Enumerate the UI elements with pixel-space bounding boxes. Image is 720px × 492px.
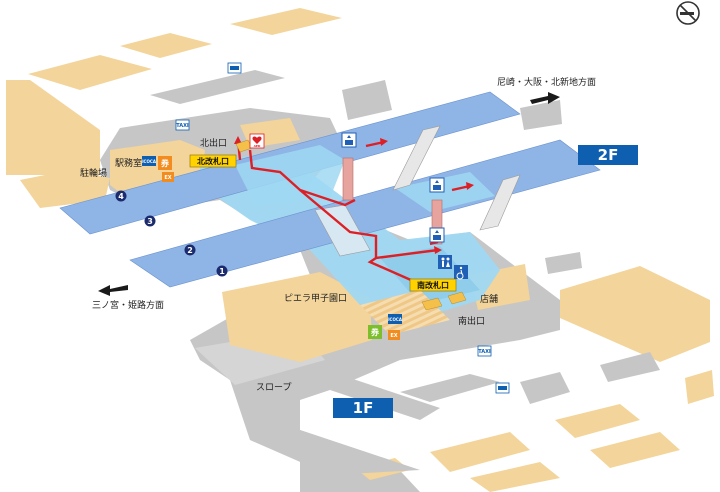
stair (392, 125, 441, 191)
ex-icon: EX (162, 172, 174, 182)
ground-block (600, 352, 660, 382)
piera-koshien-exit-label: ピエラ甲子園口 (284, 293, 347, 304)
ground-block (545, 252, 582, 274)
floor-badge-1f: 1F (333, 398, 393, 418)
platform-number-3: 3 (147, 217, 153, 226)
direction-arrows (98, 92, 560, 296)
svg-text:AED: AED (254, 144, 261, 148)
svg-text:EX: EX (164, 175, 171, 181)
direction-west-arrow (98, 285, 128, 296)
station-office-label: 駅務室 (115, 157, 142, 169)
gate-block (421, 297, 443, 311)
floor-badge-2f: 2F (578, 145, 638, 165)
gate-block (447, 291, 467, 305)
route-line (248, 149, 356, 207)
concourse-2f (235, 145, 345, 205)
piera-building (222, 272, 372, 362)
icoca-icon: ICOCA (142, 156, 157, 166)
building-block (6, 80, 100, 175)
direction-east-label: 尼崎・大阪・北新地方面 (497, 76, 596, 88)
toilet-icon (438, 255, 452, 269)
svg-text:ICOCA: ICOCA (142, 159, 157, 164)
ground-block (150, 70, 285, 104)
building-block (555, 404, 640, 438)
direction-west-label: 三ノ宮・姫路方面 (92, 299, 164, 311)
north-gate-label: 北改札口 (189, 154, 237, 168)
stairs (314, 125, 521, 257)
bicycle-parking-area (20, 170, 110, 208)
ground-block (520, 100, 562, 130)
aed-icon: AED (249, 133, 265, 149)
taxi-icon: TAXI (175, 119, 190, 131)
south-gate-label: 南改札口 (409, 278, 457, 292)
building-block (230, 8, 342, 35)
direction-east-arrow (530, 92, 560, 104)
building-block (470, 462, 560, 492)
building-block (560, 266, 710, 362)
bus-icon (495, 382, 510, 394)
elevator-icon (429, 177, 445, 193)
svg-text:EX: EX (390, 333, 397, 339)
building-block (590, 432, 680, 468)
elevator-shaft (342, 157, 354, 201)
elevator-shaft (431, 199, 443, 245)
building-block (120, 33, 212, 58)
elevator-icon (429, 227, 445, 243)
shop-label: 店舗 (480, 293, 498, 305)
ticket-machine-icon: 券 (158, 156, 172, 170)
bicycle-parking-label: 駐輪場 (80, 167, 107, 179)
ex-icon: EX (388, 330, 400, 340)
bus-icon (227, 62, 242, 74)
elevator-icon (341, 132, 357, 148)
wheelchair-icon (454, 265, 468, 280)
platform-numbers: 4 3 2 1 (115, 190, 228, 277)
stair (479, 174, 521, 231)
svg-text:北改札口: 北改札口 (197, 156, 229, 166)
route-line (299, 189, 439, 260)
svg-text:券: 券 (160, 158, 170, 168)
building-block (28, 55, 152, 90)
taxi-icon: TAXI (477, 345, 492, 357)
icoca-icon: ICOCA (388, 314, 403, 324)
platforms (59, 91, 601, 288)
no-smoking-icon (676, 1, 700, 25)
platform-number-4: 4 (118, 192, 124, 201)
platform-1-2-3 (129, 139, 601, 288)
slope-label: スロープ (256, 382, 291, 393)
svg-text:券: 券 (370, 327, 380, 337)
north-exit-label: 北出口 (200, 137, 227, 149)
ground-block (400, 374, 500, 402)
ground-block (342, 80, 392, 120)
svg-text:TAXI: TAXI (176, 123, 189, 129)
svg-text:ICOCA: ICOCA (388, 317, 403, 322)
platform-number-1: 1 (219, 267, 225, 276)
south-exit-label: 南出口 (458, 315, 485, 327)
svg-text:南改札口: 南改札口 (417, 280, 449, 290)
platform-number-2: 2 (187, 246, 193, 255)
concourse-2f-east (395, 172, 495, 212)
building-block (685, 370, 714, 404)
floor-1f-label: 1F (353, 399, 374, 417)
stair (314, 204, 371, 257)
floor-2f-label: 2F (598, 146, 619, 164)
ground-block (520, 372, 570, 404)
ticket-machine-icon: 券 (368, 325, 382, 339)
ticket-gates (235, 139, 467, 311)
building-block (430, 432, 530, 472)
svg-text:TAXI: TAXI (478, 349, 491, 355)
